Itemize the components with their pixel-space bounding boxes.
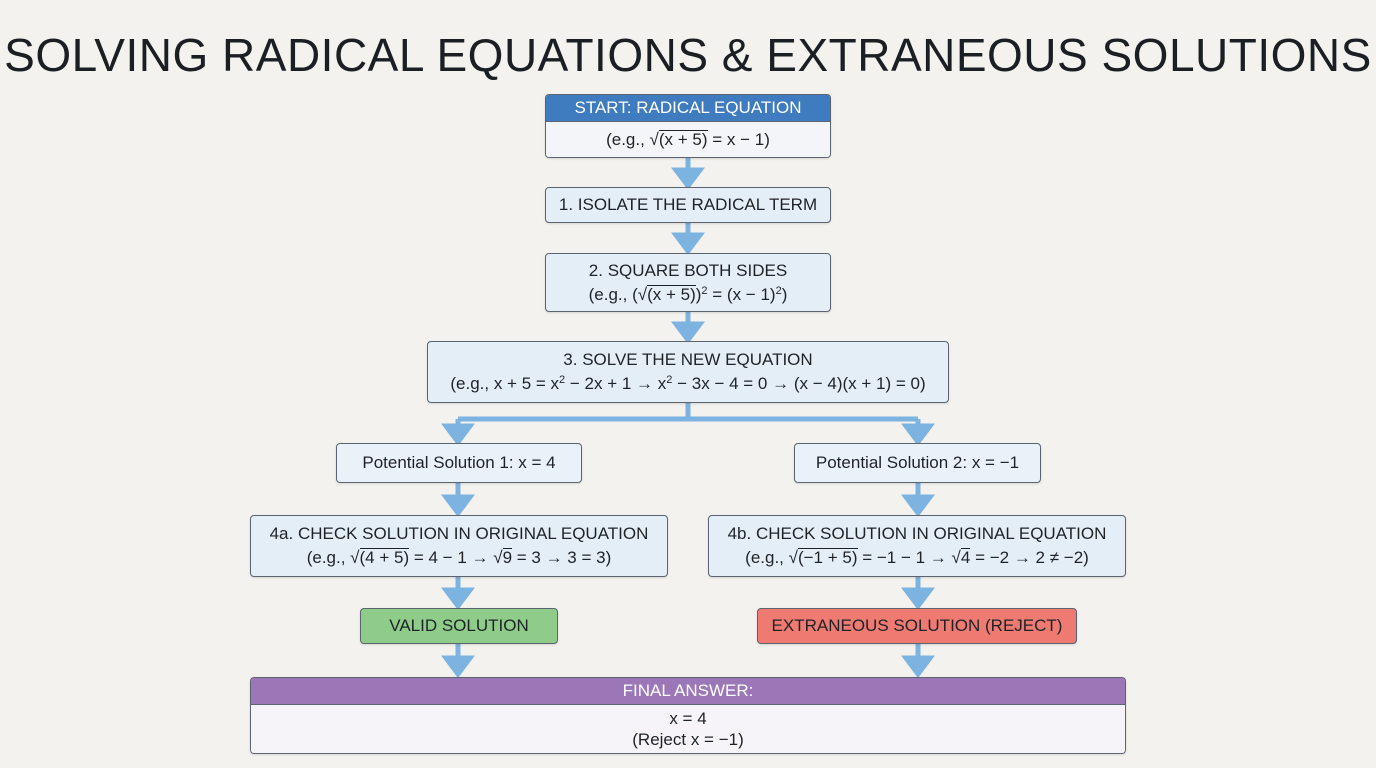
step2-ex-b: ) <box>695 284 702 304</box>
check-b-label: 4b. CHECK SOLUTION IN ORIGINAL EQUATION <box>727 524 1107 543</box>
step2-example: (e.g., (√(x + 5))2 = (x − 1)2) <box>588 283 788 307</box>
step3-example: (e.g., x + 5 = x2 − 2x + 1 → x2 − 3x − 4… <box>450 372 925 396</box>
arrowhead <box>441 655 475 679</box>
check-a-box: 4a. CHECK SOLUTION IN ORIGINAL EQUATION … <box>250 515 668 577</box>
final-answer-body: x = 4 (Reject x = −1) <box>251 705 1125 753</box>
check-a-label: 4a. CHECK SOLUTION IN ORIGINAL EQUATION <box>269 524 649 543</box>
potential-solution-2-box: Potential Solution 2: x = −1 <box>794 443 1041 483</box>
start-box: START: RADICAL EQUATION (e.g., √(x + 5) … <box>545 94 831 158</box>
check-b-box: 4b. CHECK SOLUTION IN ORIGINAL EQUATION … <box>708 515 1126 577</box>
potential-solution-1-box: Potential Solution 1: x = 4 <box>336 443 582 483</box>
check-a-ex-b: = 4 − 1 → √ <box>409 548 503 567</box>
final-answer-line2: (Reject x = −1) <box>632 730 744 749</box>
arrowhead <box>671 167 705 191</box>
extraneous-solution-box: EXTRANEOUS SOLUTION (REJECT) <box>757 608 1077 644</box>
start-example-prefix: (e.g., √ <box>606 129 659 149</box>
check-b-ex-rad1: (−1 + 5) <box>797 548 858 567</box>
step3-ex-exp1: 2 <box>559 374 566 386</box>
step2-ex-c: = (x − 1) <box>707 284 776 304</box>
arrowhead <box>671 232 705 256</box>
arrowhead <box>671 321 705 345</box>
step3-ex-c: − 3x − 4 = 0 → (x − 4)(x + 1) = 0) <box>672 374 926 393</box>
start-header: START: RADICAL EQUATION <box>546 95 830 122</box>
step2-ex-exp2: 2 <box>775 284 782 297</box>
check-a-ex-c: = 3 → 3 = 3) <box>512 548 612 567</box>
check-a-ex-rad2: 9 <box>502 548 513 567</box>
step2-ex-a: (e.g., (√ <box>588 284 648 304</box>
start-example-suffix: = x − 1) <box>707 129 770 149</box>
potential-solution-1-label: Potential Solution 1: x = 4 <box>362 453 556 472</box>
check-b-ex-rad2: 4 <box>960 548 971 567</box>
step1-label: 1. ISOLATE THE RADICAL TERM <box>558 195 818 214</box>
check-b-example: (e.g., √(−1 + 5) = −1 − 1 → √4 = −2 → 2 … <box>745 546 1089 570</box>
arrowhead <box>901 587 935 611</box>
arrowhead <box>901 423 935 447</box>
arrowhead <box>441 587 475 611</box>
check-b-ex-c: = −2 → 2 ≠ −2) <box>970 548 1089 567</box>
step2-ex-exp1: 2 <box>701 284 708 297</box>
final-answer-header: FINAL ANSWER: <box>251 678 1125 705</box>
step1-box: 1. ISOLATE THE RADICAL TERM <box>545 187 831 223</box>
step2-ex-radicand: (x + 5) <box>647 284 696 304</box>
check-a-ex-a: (e.g., √ <box>306 548 360 567</box>
final-answer-box: FINAL ANSWER: x = 4 (Reject x = −1) <box>250 677 1126 754</box>
step3-ex-exp2: 2 <box>666 374 673 386</box>
page-title: SOLVING RADICAL EQUATIONS & EXTRANEOUS S… <box>4 29 1372 81</box>
step3-label: 3. SOLVE THE NEW EQUATION <box>563 350 813 369</box>
extraneous-solution-label: EXTRANEOUS SOLUTION (REJECT) <box>771 616 1063 635</box>
step3-box: 3. SOLVE THE NEW EQUATION (e.g., x + 5 =… <box>427 341 949 403</box>
step3-ex-b: − 2x + 1 → x <box>565 374 667 393</box>
check-b-ex-b: = −1 − 1 → √ <box>857 548 961 567</box>
step2-box: 2. SQUARE BOTH SIDES (e.g., (√(x + 5))2 … <box>545 253 831 312</box>
arrowhead <box>901 655 935 679</box>
arrowhead <box>901 494 935 518</box>
step2-ex-d: ) <box>781 284 788 304</box>
valid-solution-box: VALID SOLUTION <box>360 608 558 644</box>
step2-label: 2. SQUARE BOTH SIDES <box>588 260 788 280</box>
start-example-radicand: (x + 5) <box>658 129 708 149</box>
final-answer-line1: x = 4 <box>669 709 707 728</box>
step3-ex-a: (e.g., x + 5 = x <box>450 374 560 393</box>
valid-solution-label: VALID SOLUTION <box>389 616 529 635</box>
potential-solution-2-label: Potential Solution 2: x = −1 <box>815 453 1020 472</box>
check-a-ex-rad1: (4 + 5) <box>359 548 410 567</box>
check-b-ex-a: (e.g., √ <box>745 548 798 567</box>
check-a-example: (e.g., √(4 + 5) = 4 − 1 → √9 = 3 → 3 = 3… <box>306 546 612 570</box>
arrowhead <box>441 494 475 518</box>
start-example: (e.g., √(x + 5) = x − 1) <box>546 122 830 157</box>
arrowhead <box>441 423 475 447</box>
